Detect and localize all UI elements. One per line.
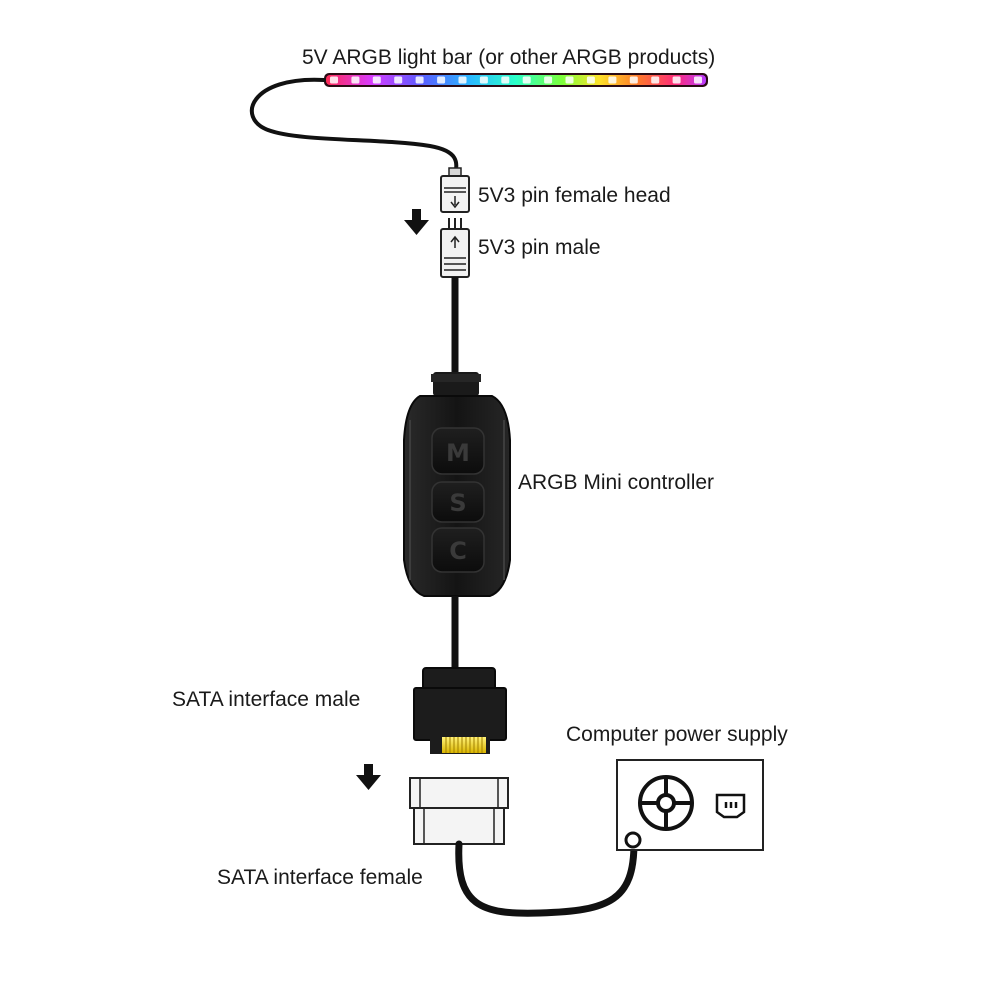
led-dot: [651, 76, 660, 84]
light-bar-label: 5V ARGB light bar (or other ARGB product…: [302, 46, 716, 69]
led-dot: [437, 76, 446, 84]
speed-button[interactable]: S: [431, 481, 485, 523]
led-dot: [608, 76, 617, 84]
mode-button[interactable]: M: [431, 427, 485, 475]
led-dot: [565, 76, 574, 84]
led-dot: [694, 76, 702, 84]
color-button[interactable]: C: [431, 527, 485, 573]
speed-button-label: S: [449, 489, 466, 517]
led-dot: [479, 76, 488, 84]
psu-cable: [455, 839, 638, 917]
power-socket-icon: [715, 793, 746, 819]
down-arrow-icon: [356, 764, 381, 790]
male-connector: [440, 218, 470, 278]
led-dot: [394, 76, 403, 84]
led-dot: [672, 76, 681, 84]
led-dot: [351, 76, 360, 84]
color-button-label: C: [449, 537, 467, 565]
sata-male-label: SATA interface male: [172, 688, 361, 711]
led-dot: [330, 76, 338, 84]
controller-label: ARGB Mini controller: [518, 471, 715, 494]
power-supply-label: Computer power supply: [566, 723, 788, 746]
male-pin-label: 5V3 pin male: [478, 236, 601, 259]
led-dot: [458, 76, 467, 84]
led-dot: [501, 76, 510, 84]
led-dot: [629, 76, 638, 84]
led-dot: [372, 76, 381, 84]
down-arrow-icon: [404, 209, 429, 235]
light-bar-cable: [249, 77, 459, 177]
sata-female-label: SATA interface female: [217, 866, 423, 889]
argb-light-bar: [324, 73, 708, 87]
computer-power-supply: [616, 759, 764, 851]
female-head-label: 5V3 pin female head: [478, 184, 671, 207]
argb-mini-controller: M S C: [403, 372, 511, 597]
sata-male-connector: [413, 667, 507, 754]
led-dot: [522, 76, 531, 84]
fan-icon: [638, 775, 694, 831]
led-dots: [330, 76, 702, 84]
led-dot: [586, 76, 595, 84]
sata-female-connector: [409, 777, 509, 845]
led-dot: [415, 76, 424, 84]
female-connector: [440, 167, 470, 213]
led-dot: [544, 76, 553, 84]
mode-button-label: M: [446, 439, 470, 467]
